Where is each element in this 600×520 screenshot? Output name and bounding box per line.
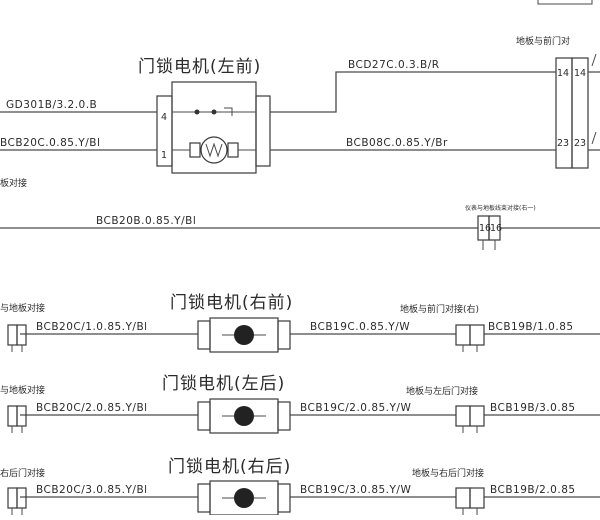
connector-left-front-in [156,95,173,167]
motor-symbol-left-front [200,136,228,164]
pin-16a: 16 [479,223,491,234]
label-bcb20c-top: BCB20C.0.85.Y/Bl [0,137,100,149]
connector-rf-left-legs [11,345,23,352]
label-bcb08c: BCB08C.0.85.Y/Br [346,137,448,149]
motor-rf-plug-right [277,320,291,350]
connector-rf-left-a [7,324,18,346]
label-left-edge-4: 右后门对接 [0,467,45,479]
connector-rf-left-b [16,324,27,346]
motor-lr-plug-right [277,401,291,431]
connector-rf-right-a [455,324,471,346]
motor-title-right-front: 门锁电机(右前) [170,293,293,313]
corner-box-fragment [537,0,593,5]
connector-rr-right-b [469,487,485,509]
connector-rf-right-legs [462,345,478,352]
label-bcb19b1: BCB19B/1.0.85 [488,321,574,333]
wire-ticks [591,53,597,145]
label-bcd27c: BCD27C.0.3.B/R [348,59,440,71]
label-bcb20c2: BCB20C/2.0.85.Y/Bl [36,402,148,414]
floor-connector-half-b [571,57,589,169]
pin-14b: 14 [574,68,586,79]
connector-rr-left-a [7,487,18,509]
label-gd301b: GD301B/3.2.0.B [6,99,97,111]
label-bcb19c2: BCB19C/2.0.85.Y/W [300,402,411,414]
motor-symbol-right-rear [234,488,254,508]
wire-exit-right [588,71,600,151]
label-floor-right-front: 地板与前门对接(右) [400,303,479,315]
motor-rf-plug-left [197,320,211,350]
label-bcb19b2: BCB19B/2.0.85 [490,484,576,496]
connector-lr-right-legs [462,426,478,433]
motor-title-left-rear: 门锁电机(左后) [162,374,285,394]
label-bcb20b: BCB20B.0.85.Y/Bl [96,215,196,227]
label-bcb20c3: BCB20C/3.0.85.Y/Bl [36,484,148,496]
label-left-edge-1: 板对接 [0,177,27,189]
motor-rr-plug-left [197,483,211,513]
switch-contact [211,109,217,115]
motor-brush [189,142,201,158]
connector-16-legs [482,240,496,250]
motor-symbol-right-front [234,325,254,345]
label-left-edge-3: 与地板对接 [0,384,45,396]
connector-rf-right-b [469,324,485,346]
label-bcb19c3: BCB19C/3.0.85.Y/W [300,484,411,496]
label-floor-left-rear: 地板与左后门对接 [406,385,478,397]
motor-lr-plug-left [197,401,211,431]
label-floor-front-door: 地板与前门对 [516,35,570,47]
motor-title-right-rear: 门锁电机(右后) [168,457,291,477]
label-floor-right-rear: 地板与右后门对接 [412,467,484,479]
label-dash-floor: 仪表与地板线束对接(右一) [465,204,536,212]
pin-14a: 14 [557,68,569,79]
motor-coil-mark [205,142,223,158]
label-left-edge-2: 与地板对接 [0,302,45,314]
label-bcb19b3: BCB19B/3.0.85 [490,402,576,414]
pin-23a: 23 [557,138,569,149]
connector-rr-right-a [455,487,471,509]
pin-1: 1 [161,150,167,161]
switch-mark [224,107,233,116]
pin-16b: 16 [490,223,502,234]
motor-title-left-front: 门锁电机(左前) [138,57,261,77]
connector-lr-right-b [469,405,485,427]
connector-rr-left-b [16,487,27,509]
pin-4: 4 [161,112,167,123]
motor-brush [227,142,239,158]
connector-rr-right-legs [462,508,478,515]
connector-lr-left-b [16,405,27,427]
connector-lr-left-a [7,405,18,427]
connector-lr-right-a [455,405,471,427]
motor-rr-plug-right [277,483,291,513]
wire-bcd27c [270,71,556,113]
label-bcb20c1: BCB20C/1.0.85.Y/Bl [36,321,148,333]
connector-left-front-out [255,95,271,167]
pin-23b: 23 [574,138,586,149]
label-bcb19c: BCB19C.0.85.Y/W [310,321,410,333]
connector-rr-left-legs [11,508,23,515]
motor-body-left-front [171,81,257,174]
connector-lr-left-legs [11,426,23,433]
motor-symbol-left-rear [234,406,254,426]
switch-contact [194,109,200,115]
